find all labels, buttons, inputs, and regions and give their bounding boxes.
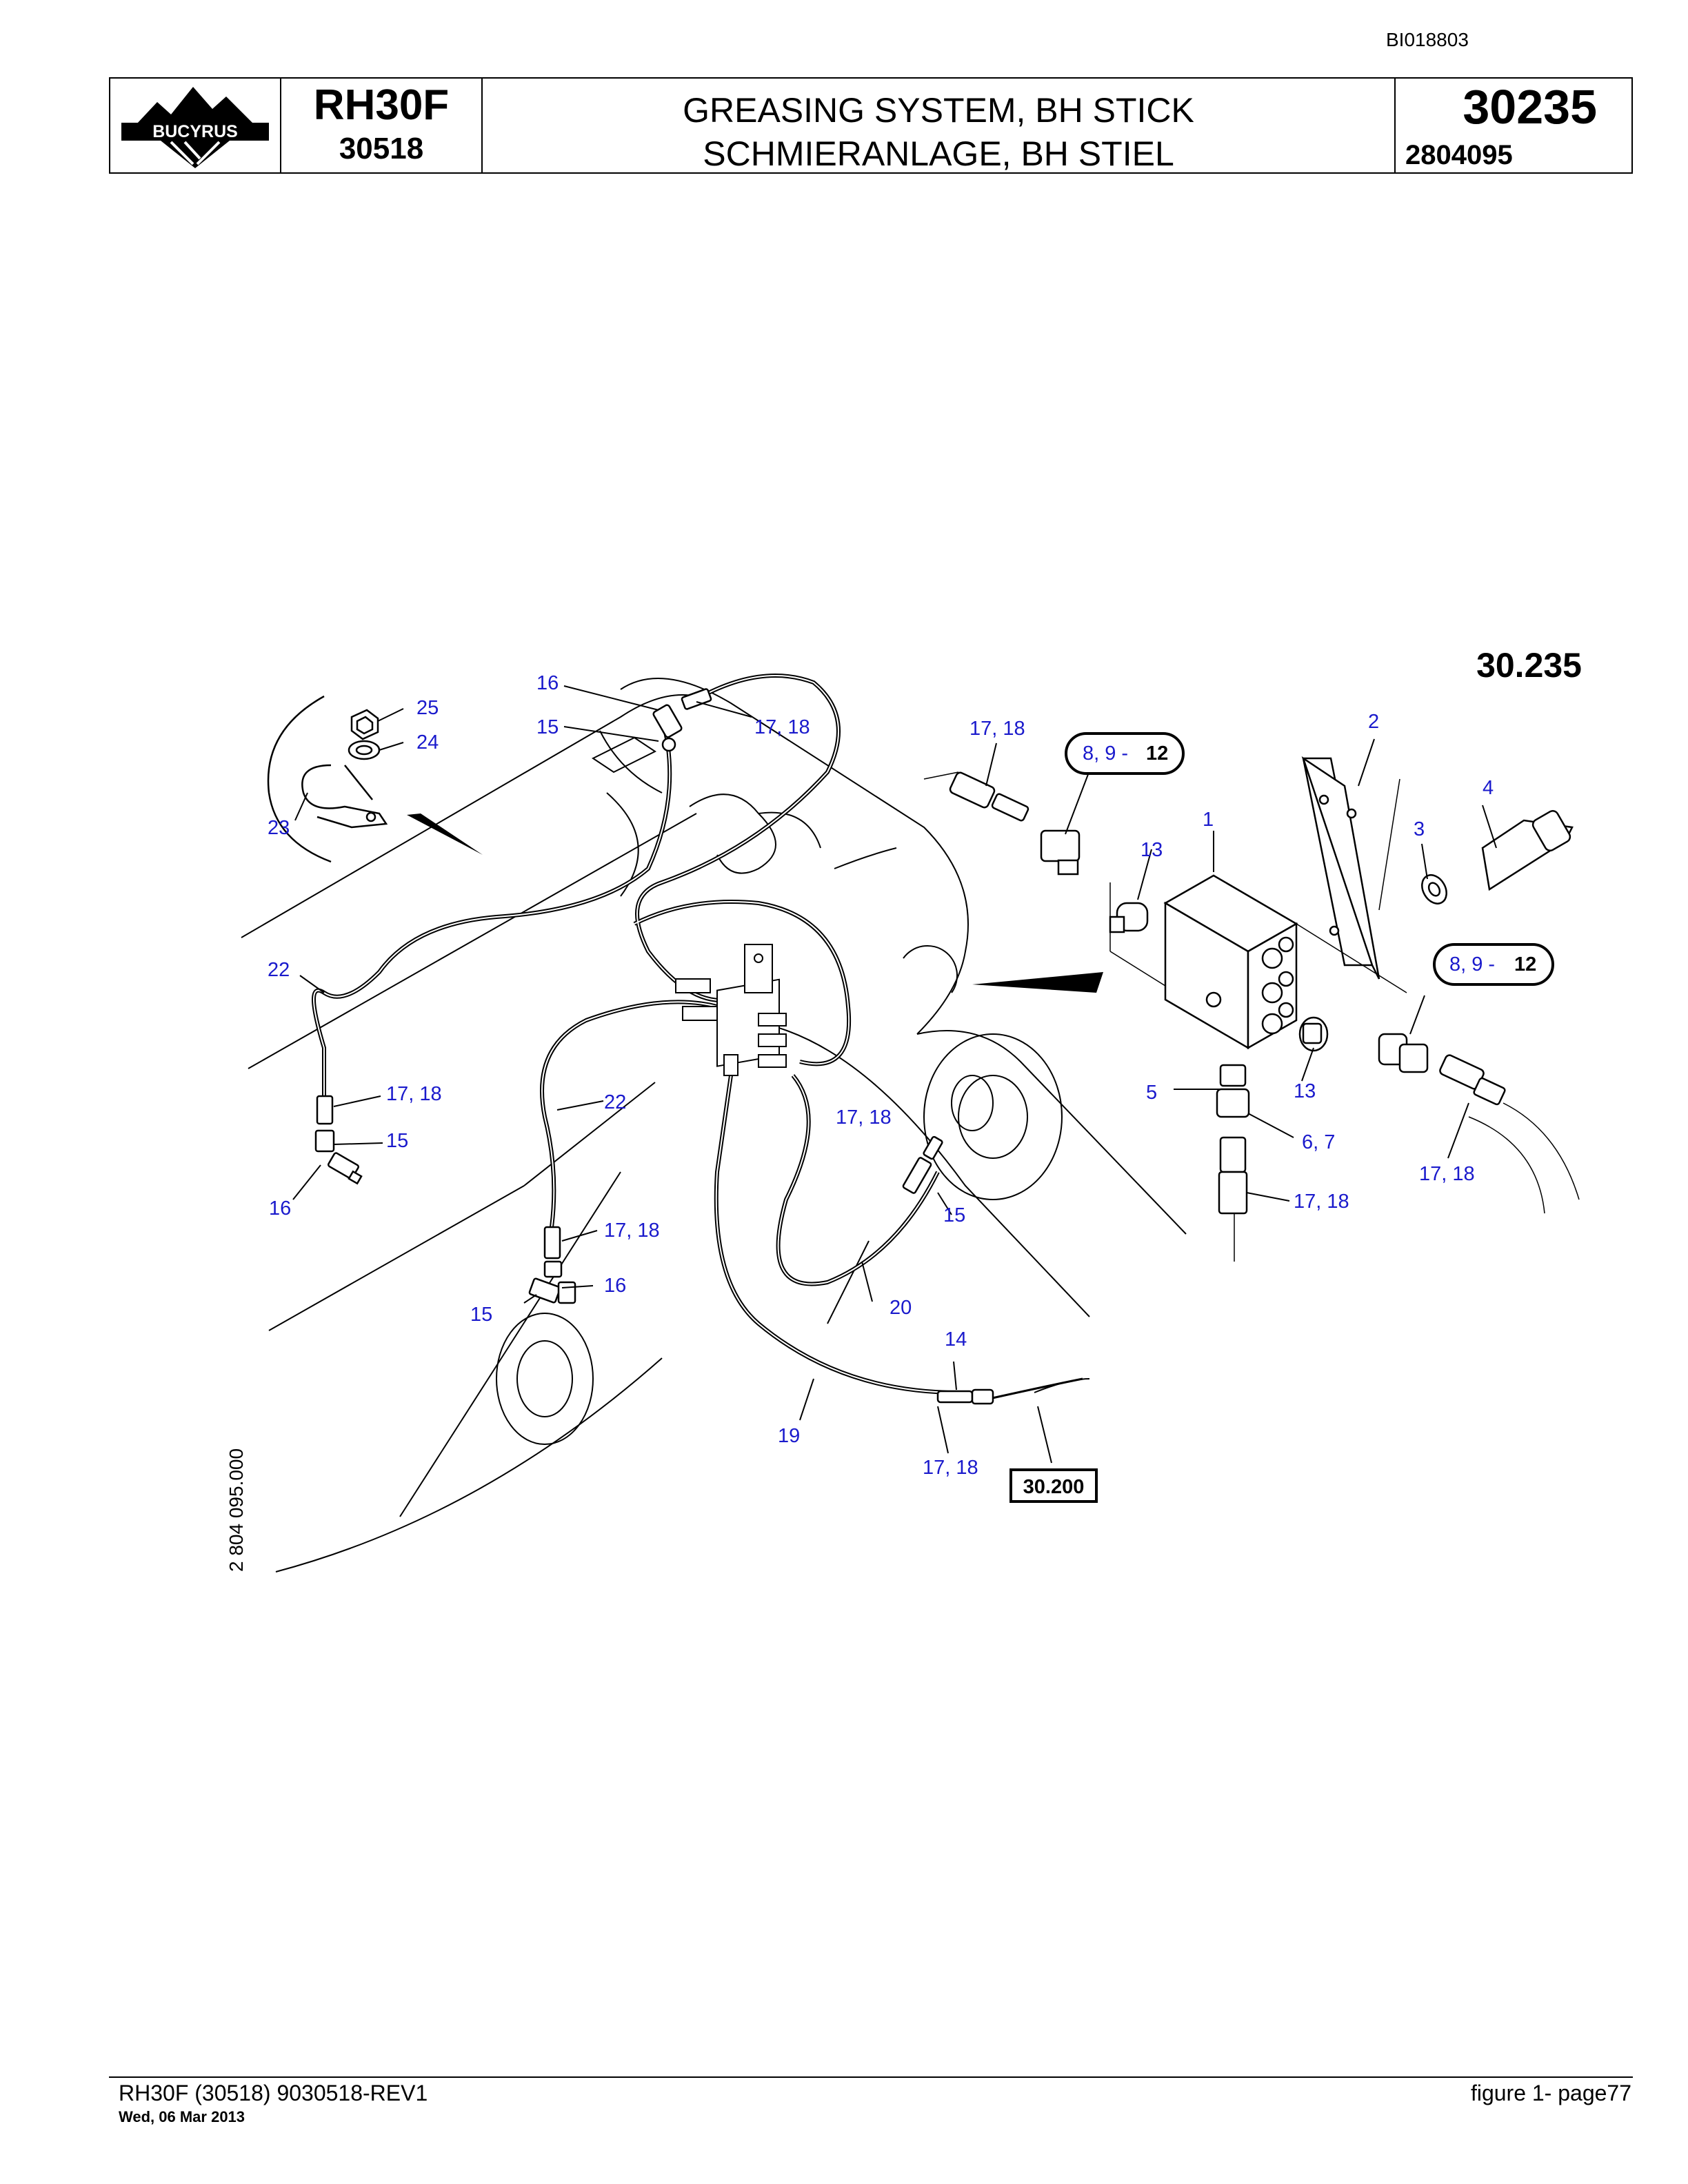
part-callouts: 16 15 25 24 23 17, 18 17, 18 22 17, 18 1… xyxy=(268,672,1494,1479)
callout-17-18-low: 17, 18 xyxy=(604,1220,660,1242)
callout-24: 24 xyxy=(416,731,439,754)
logo-brand-text: BUCYRUS xyxy=(152,122,238,141)
footer-document-ref: RH30F (30518) 9030518-REV1 xyxy=(119,2081,428,2105)
callout-15-low: 15 xyxy=(470,1304,492,1326)
oval-callout-top-bold: 12 xyxy=(1146,742,1168,765)
callout-15-left: 15 xyxy=(386,1130,408,1152)
callout-19: 19 xyxy=(778,1425,800,1447)
grease-hoses-inner xyxy=(313,675,959,1393)
callout-22-left: 22 xyxy=(268,959,290,981)
callout-1: 1 xyxy=(1203,809,1214,831)
callout-23: 23 xyxy=(268,817,290,839)
boxed-reference-30200: 30.200 xyxy=(1023,1476,1085,1498)
oval-callout-right-bold: 12 xyxy=(1514,953,1536,975)
footer-date: Wed, 06 Mar 2013 xyxy=(119,2108,245,2125)
callout-17-18-right: 17, 18 xyxy=(1419,1163,1475,1185)
figure-reference-number: 30.235 xyxy=(1476,646,1582,685)
stick-structure-outline xyxy=(241,678,1187,1573)
footer-page: figure 1- page77 xyxy=(1470,2081,1631,2105)
callout-20: 20 xyxy=(890,1297,912,1319)
pointer-arrow-right xyxy=(972,972,1103,993)
model-cell: RH30F 30518 xyxy=(281,79,483,172)
callout-6-7: 6, 7 xyxy=(1302,1131,1335,1153)
bucyrus-logo: BUCYRUS xyxy=(121,87,269,168)
title-cell: GREASING SYSTEM, BH STICK SCHMIERANLAGE,… xyxy=(483,79,1396,173)
callout-17-18-left: 17, 18 xyxy=(386,1083,442,1105)
callout-14: 14 xyxy=(945,1328,967,1351)
callout-15-mid: 15 xyxy=(943,1204,965,1226)
callout-2: 2 xyxy=(1368,711,1379,733)
model-name: RH30F xyxy=(313,81,450,129)
drawing-number: 2 804 095.000 xyxy=(225,1448,247,1572)
callout-15-top: 15 xyxy=(536,716,559,738)
grease-hoses xyxy=(312,674,959,1395)
callout-17-18-mid: 17, 18 xyxy=(836,1106,892,1129)
oval-callout-top-prefix: 8, 9 - xyxy=(1083,742,1128,765)
callout-leaders xyxy=(292,685,1497,1464)
exploded-distributor xyxy=(949,756,1574,1215)
callout-17-18-top-right: 17, 18 xyxy=(969,718,1025,740)
callout-3: 3 xyxy=(1414,818,1425,840)
callout-17-18-top: 17, 18 xyxy=(754,716,810,738)
document-id: BI018803 xyxy=(1386,29,1469,50)
stick-fittings xyxy=(314,688,994,1405)
callout-16-top: 16 xyxy=(536,672,559,694)
callout-5: 5 xyxy=(1146,1082,1157,1104)
callout-16-low: 16 xyxy=(604,1275,626,1297)
callout-4: 4 xyxy=(1483,777,1494,799)
oval-callout-right-prefix: 8, 9 - xyxy=(1449,953,1495,975)
pointer-arrow-left xyxy=(407,813,483,855)
callout-17-18-bottom: 17, 18 xyxy=(923,1457,978,1479)
part-number: 2804095 xyxy=(1405,140,1513,170)
oval-callout-right-frame xyxy=(1433,943,1554,986)
code-cell: 30235 2804095 xyxy=(1396,79,1631,172)
exploded-guides xyxy=(923,771,1580,1262)
section-code: 30235 xyxy=(1463,80,1597,134)
callout-16-left: 16 xyxy=(269,1197,291,1220)
title-german: SCHMIERANLAGE, BH STIEL xyxy=(703,134,1174,173)
hose-clamp-detail xyxy=(267,695,388,863)
footer-divider xyxy=(109,2076,1633,2078)
title-english: GREASING SYSTEM, BH STICK xyxy=(683,91,1194,130)
boxed-reference-frame xyxy=(1009,1468,1098,1503)
logo-cell: BUCYRUS xyxy=(110,79,281,172)
callout-13-low: 13 xyxy=(1294,1080,1316,1102)
distributor-block-mounted xyxy=(675,944,787,1076)
callout-25: 25 xyxy=(416,697,439,719)
model-serial: 30518 xyxy=(339,132,424,165)
oval-callout-top-frame xyxy=(1065,732,1185,775)
callout-22-mid: 22 xyxy=(604,1091,626,1113)
callout-13-top: 13 xyxy=(1141,839,1163,861)
hose-to-30200 xyxy=(985,1377,1083,1401)
title-block: BUCYRUS RH30F 30518 GREASING SYSTEM, BH … xyxy=(109,77,1633,174)
callout-17-18-valve: 17, 18 xyxy=(1294,1191,1349,1213)
